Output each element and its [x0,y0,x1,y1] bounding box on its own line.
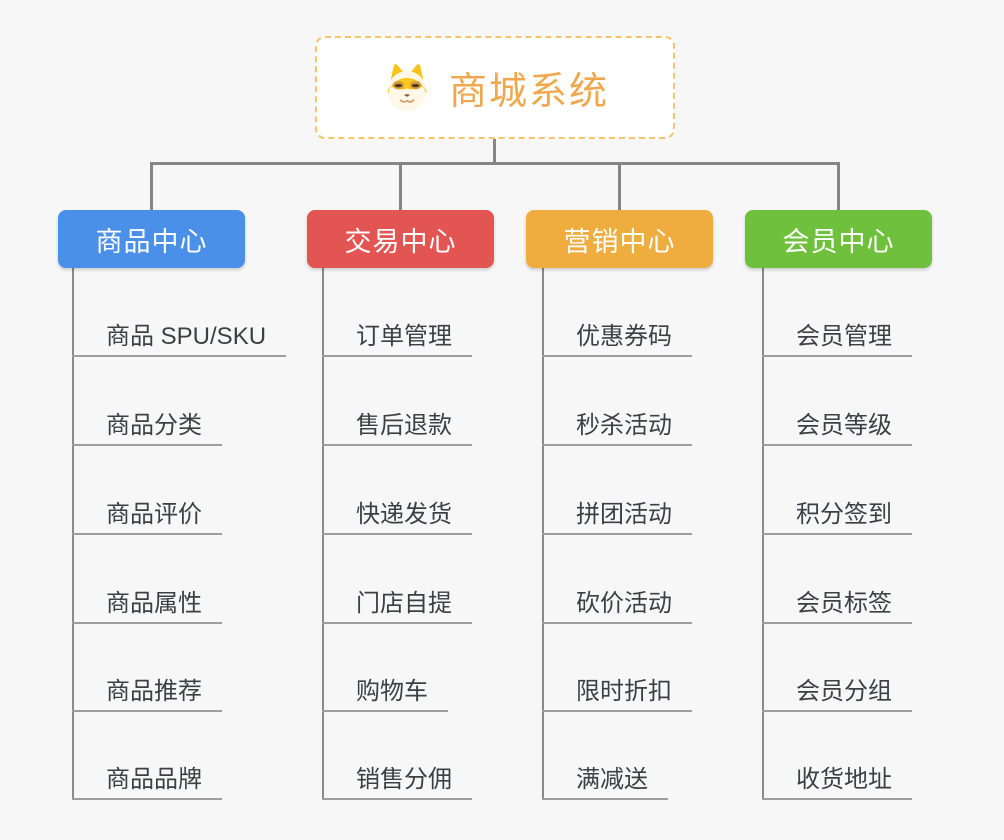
leaf-group-buy[interactable]: 拼团活动 [542,500,692,535]
leaf-express-delivery[interactable]: 快递发货 [322,500,472,535]
connector-drop-trade [399,162,402,210]
leaf-shipping-address[interactable]: 收货地址 [762,765,912,800]
leaf-product-recommend[interactable]: 商品推荐 [72,677,222,712]
root-node[interactable]: 商城系统 [315,36,675,139]
connector-root-drop [493,139,496,164]
leaf-flash-sale[interactable]: 秒杀活动 [542,411,692,446]
leaf-product-brand[interactable]: 商品品牌 [72,765,222,800]
connector-drop-product [150,162,153,210]
leaf-member-management[interactable]: 会员管理 [762,322,912,357]
leaf-product-category[interactable]: 商品分类 [72,411,222,446]
branch-trade-center[interactable]: 交易中心 [307,210,494,268]
leaf-product-spu-sku[interactable]: 商品 SPU/SKU [72,322,287,357]
leaf-member-tag[interactable]: 会员标签 [762,589,912,624]
leaf-product-attribute[interactable]: 商品属性 [72,589,222,624]
branch-marketing-center[interactable]: 营销中心 [526,210,713,268]
connector-drop-member [837,162,840,210]
leaf-points-checkin[interactable]: 积分签到 [762,500,912,535]
connector-drop-marketing [618,162,621,210]
leaf-product-review[interactable]: 商品评价 [72,500,222,535]
connector-trunk-hline [150,162,840,165]
leaf-aftersale-refund[interactable]: 售后退款 [322,411,472,446]
branch-member-center[interactable]: 会员中心 [745,210,932,268]
leaf-spend-save[interactable]: 满减送 [542,765,668,800]
leaf-store-pickup[interactable]: 门店自提 [322,589,472,624]
shiba-dog-icon [387,63,427,112]
leaf-sales-commission[interactable]: 销售分佣 [322,765,472,800]
leaf-member-level[interactable]: 会员等级 [762,411,912,446]
leaf-member-group[interactable]: 会员分组 [762,677,912,712]
leaf-order-management[interactable]: 订单管理 [322,322,472,357]
branch-product-center[interactable]: 商品中心 [58,210,245,268]
leaf-limited-discount[interactable]: 限时折扣 [542,677,692,712]
leaf-shopping-cart[interactable]: 购物车 [322,677,448,712]
leaf-bargain-activity[interactable]: 砍价活动 [542,589,692,624]
root-title: 商城系统 [448,71,609,113]
leaf-coupon-code[interactable]: 优惠券码 [542,322,692,357]
